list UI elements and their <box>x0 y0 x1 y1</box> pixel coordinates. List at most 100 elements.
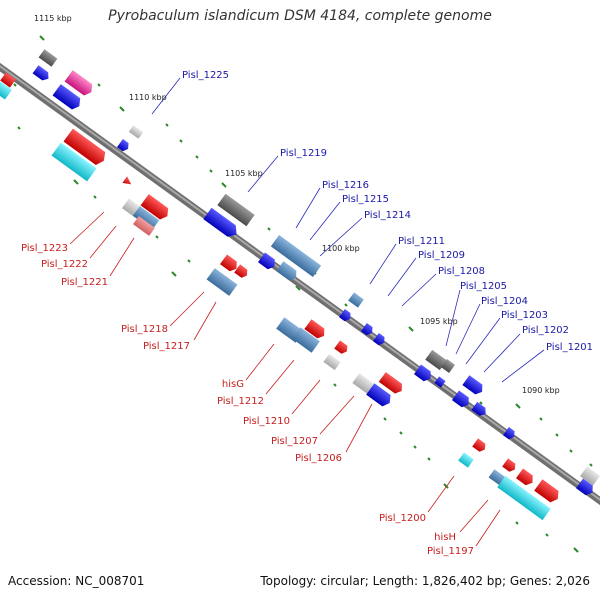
gene-feature[interactable] <box>276 261 299 282</box>
gene-feature[interactable] <box>128 125 144 139</box>
gene-feature[interactable] <box>425 349 447 371</box>
gene-feature[interactable] <box>471 401 488 418</box>
gene-feature[interactable] <box>414 364 434 383</box>
gene-label[interactable]: Pisl_1218 <box>121 324 168 335</box>
tick <box>515 403 521 409</box>
gene-label[interactable]: hisG <box>222 379 244 390</box>
gene-label[interactable]: Pisl_1209 <box>418 250 465 261</box>
position-ticks <box>13 35 593 553</box>
gene-label[interactable]: Pisl_1210 <box>243 416 290 427</box>
leader-line <box>265 359 295 395</box>
gene-label[interactable]: Pisl_1197 <box>427 546 474 557</box>
gene-label[interactable]: Pisl_1200 <box>379 513 426 524</box>
gene-feature[interactable] <box>0 72 16 88</box>
gene-feature[interactable] <box>472 438 488 453</box>
gene-label[interactable]: Pisl_1225 <box>182 70 229 81</box>
gene-label[interactable]: Pisl_1221 <box>61 277 108 288</box>
gene-feature[interactable] <box>132 206 160 230</box>
tick <box>295 285 301 291</box>
leader-line <box>295 187 321 229</box>
gene-feature[interactable] <box>234 264 250 279</box>
gene-feature[interactable] <box>292 327 320 353</box>
kbp-label: 1100 kbp <box>322 244 360 253</box>
gene-feature[interactable] <box>220 254 240 273</box>
tick <box>539 417 543 421</box>
gene-feature[interactable] <box>38 49 58 67</box>
leader-line <box>455 303 481 355</box>
gene-feature[interactable] <box>323 353 341 371</box>
tick <box>73 179 79 185</box>
gene-feature[interactable] <box>206 268 238 296</box>
gene-feature[interactable] <box>373 333 387 347</box>
tick <box>93 195 97 199</box>
gene-feature[interactable] <box>140 194 172 222</box>
tick <box>427 457 431 461</box>
forward-genes <box>32 49 600 497</box>
gene-feature[interactable] <box>0 80 12 100</box>
gene-feature[interactable] <box>361 323 375 337</box>
gene-label[interactable]: Pisl_1222 <box>41 259 88 270</box>
gene-label[interactable]: Pisl_1208 <box>438 266 485 277</box>
gene-label[interactable]: Pisl_1204 <box>481 296 528 307</box>
gene-feature[interactable] <box>348 292 364 308</box>
leader-line <box>459 499 489 533</box>
gene-feature[interactable] <box>352 373 376 395</box>
gene-feature[interactable] <box>434 376 446 388</box>
gene-label[interactable]: Pisl_1207 <box>271 436 318 447</box>
tick <box>221 182 227 188</box>
tick <box>344 303 348 307</box>
gene-feature[interactable] <box>270 235 322 277</box>
gene-feature[interactable] <box>452 390 472 409</box>
gene-feature[interactable] <box>117 139 131 153</box>
gene-label[interactable]: Pisl_1217 <box>143 341 190 352</box>
gene-label[interactable]: Pisl_1214 <box>364 210 411 221</box>
gene-label[interactable]: Pisl_1211 <box>398 236 445 247</box>
gene-feature[interactable] <box>576 478 596 497</box>
map-title: Pyrobaculum islandicum DSM 4184, complet… <box>108 8 492 24</box>
gene-feature[interactable] <box>441 359 455 373</box>
gene-feature[interactable] <box>304 319 327 340</box>
gene-feature[interactable] <box>366 383 394 408</box>
gene-label[interactable]: Pisl_1219 <box>280 148 327 159</box>
gene-label[interactable]: Pisl_1215 <box>342 194 389 205</box>
gene-label[interactable]: Pisl_1203 <box>501 310 548 321</box>
gene-feature[interactable] <box>503 427 517 441</box>
gene-feature[interactable] <box>122 176 133 187</box>
gene-feature[interactable] <box>203 207 240 240</box>
leader-line <box>69 211 105 245</box>
gene-feature[interactable] <box>52 84 84 112</box>
gene-feature[interactable] <box>516 468 536 487</box>
gene-label[interactable]: hisH <box>434 532 456 543</box>
gene-feature[interactable] <box>534 479 562 504</box>
gene-label[interactable]: Pisl_1202 <box>522 325 569 336</box>
leader-line <box>387 257 417 297</box>
leader-line <box>245 343 275 381</box>
kbp-label: 1090 kbp <box>522 386 560 395</box>
gene-feature[interactable] <box>63 128 108 168</box>
gene-feature[interactable] <box>64 70 96 98</box>
gene-feature[interactable] <box>51 142 97 182</box>
gene-feature[interactable] <box>132 216 156 236</box>
gene-feature[interactable] <box>258 252 278 271</box>
gene-feature[interactable] <box>217 193 255 227</box>
gene-label[interactable]: Pisl_1212 <box>217 396 264 407</box>
gene-label[interactable]: Pisl_1205 <box>460 281 507 292</box>
gene-feature[interactable] <box>378 372 405 396</box>
leader-line <box>445 289 461 347</box>
gene-label[interactable]: Pisl_1201 <box>546 342 593 353</box>
gene-feature[interactable] <box>497 475 551 521</box>
gene-feature[interactable] <box>580 466 600 486</box>
gene-feature[interactable] <box>334 340 350 355</box>
gene-feature[interactable] <box>458 452 474 468</box>
leader-line <box>89 225 117 259</box>
gene-label[interactable]: Pisl_1206 <box>295 453 342 464</box>
gene-label[interactable]: Pisl_1216 <box>322 180 369 191</box>
tick <box>195 155 199 159</box>
gene-feature[interactable] <box>502 458 518 473</box>
gene-feature[interactable] <box>462 375 485 396</box>
gene-feature[interactable] <box>339 309 353 323</box>
gene-feature[interactable] <box>32 65 52 82</box>
gene-label[interactable]: Pisl_1223 <box>21 243 68 254</box>
reverse-genes <box>0 72 562 521</box>
